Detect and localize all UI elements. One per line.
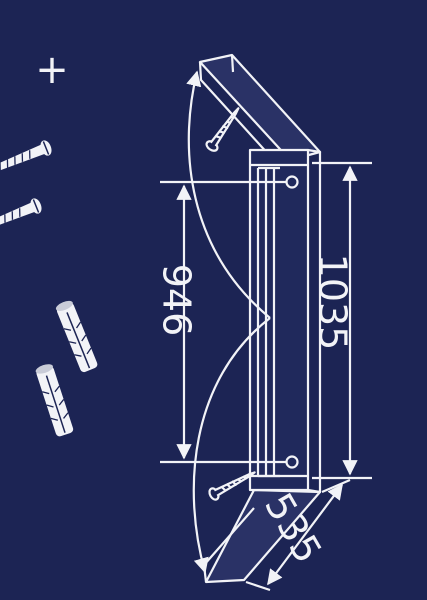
dimension-1035 (312, 161, 372, 480)
mounting-hole (285, 175, 299, 189)
parts-list: + (0, 47, 98, 437)
screw-icon (0, 198, 42, 235)
screw-icon (208, 471, 256, 501)
plus-symbol: + (35, 47, 69, 93)
wall-plug-icon (35, 364, 74, 437)
product-drawing (160, 53, 372, 592)
screw-icon (205, 107, 240, 152)
back-rail (248, 148, 322, 494)
dimension-535 (245, 478, 351, 592)
dimension-label-1035: 1035 (309, 253, 354, 351)
screw-icon (0, 140, 52, 177)
swing-arc-upper (186, 70, 271, 319)
mounting-hole (285, 455, 299, 469)
dimension-946 (160, 180, 286, 464)
wall-plug-icon (55, 300, 98, 373)
swing-arc-lower (192, 317, 271, 574)
dimension-label-946: 946 (153, 263, 198, 337)
